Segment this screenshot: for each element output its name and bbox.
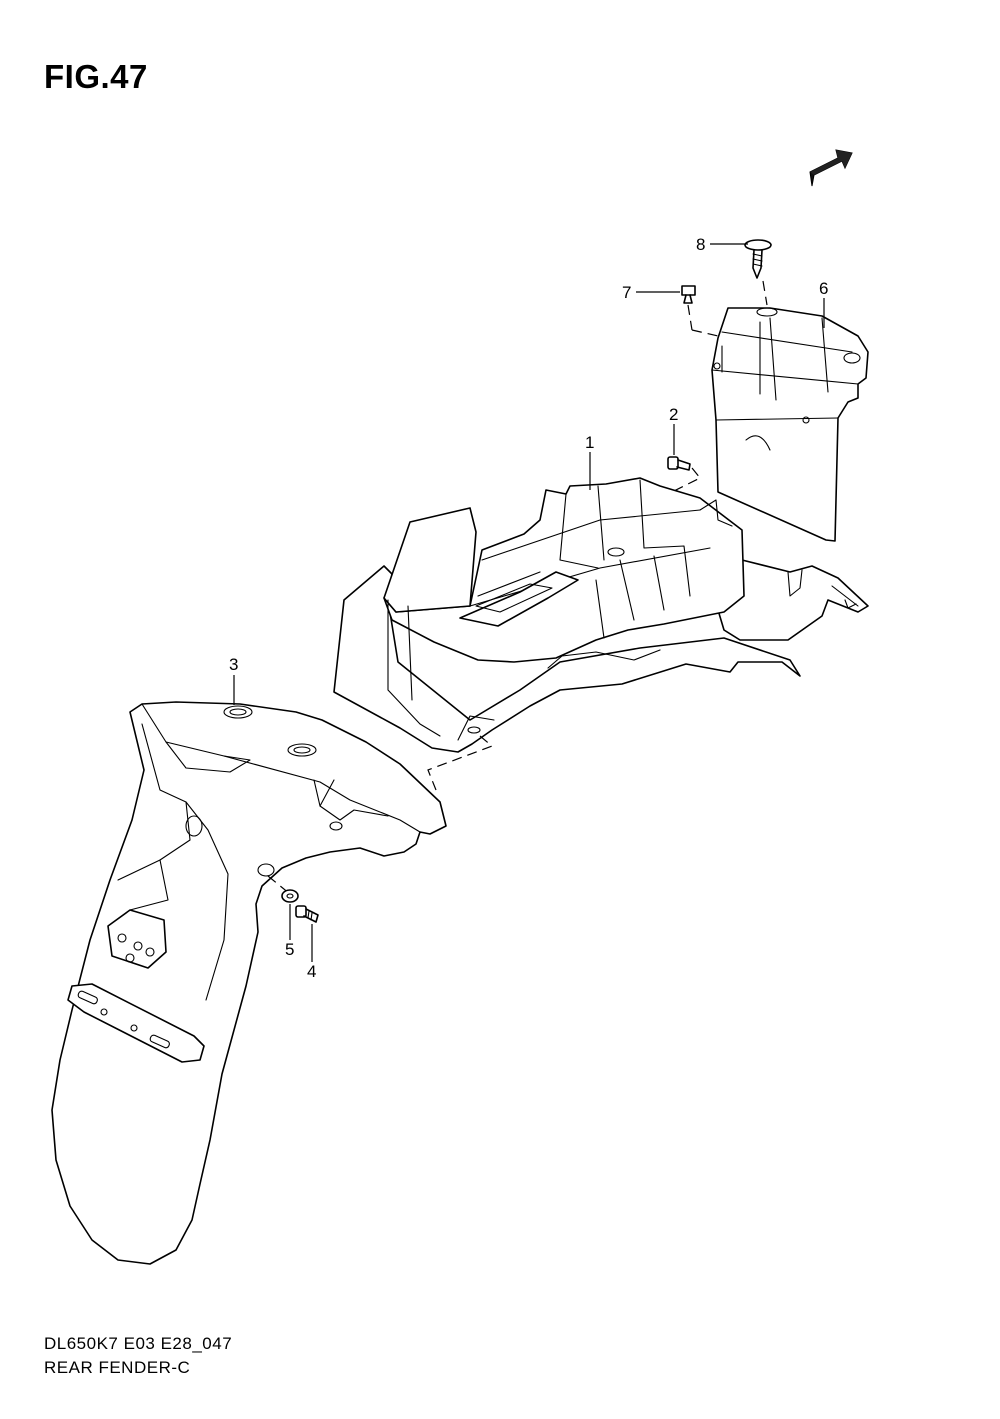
diagram-code: DL650K7 E03 E28_047 (44, 1334, 233, 1353)
callout-7: 7 (622, 283, 631, 302)
part-8-screw (744, 239, 772, 306)
callout-5: 5 (285, 940, 294, 959)
part-1-inner-fender (333, 477, 869, 753)
callout-3: 3 (229, 655, 238, 674)
part-5-washer (281, 889, 299, 903)
callout-6: 6 (819, 279, 828, 298)
callout-numbers: 1 2 3 4 5 6 7 8 (229, 235, 828, 981)
callout-8: 8 (696, 235, 705, 254)
diagram-title: REAR FENDER-C (44, 1358, 191, 1377)
figure-title: FIG.47 (44, 58, 148, 95)
callout-4: 4 (307, 962, 316, 981)
callout-leaders (233, 243, 825, 962)
callout-2: 2 (669, 405, 678, 424)
forward-arrow-icon: FWD (809, 149, 853, 187)
callout-1: 1 (585, 433, 594, 452)
part-6-tray (711, 307, 869, 542)
part-7-clip (681, 285, 719, 337)
part-4-screw (295, 905, 319, 923)
part-3-rear-fender (51, 701, 447, 1265)
